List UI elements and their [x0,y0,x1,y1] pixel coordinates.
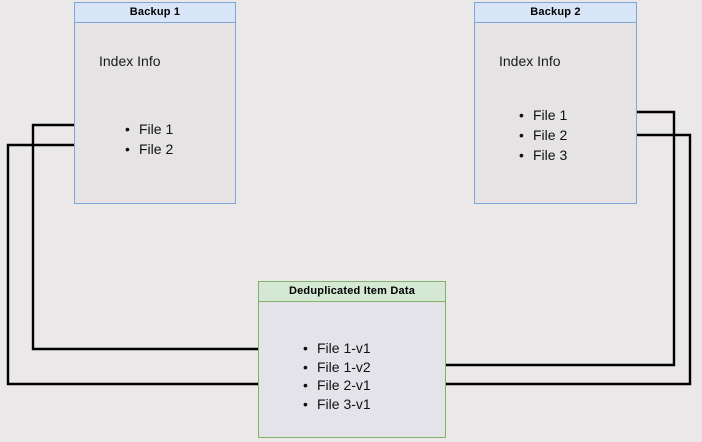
list-item: File 2 [519,125,567,145]
backup2-box[interactable]: Backup 2 Index Info File 1 File 2 File 3 [474,2,637,204]
backup1-body: Index Info File 1 File 2 [75,23,235,203]
dedup-title: Deduplicated Item Data [259,282,445,302]
backup2-index-label: Index Info [499,53,561,69]
dedup-body: File 1-v1 File 1-v2 File 2-v1 File 3-v1 [259,302,445,437]
backup1-title: Backup 1 [75,3,235,23]
backup1-box[interactable]: Backup 1 Index Info File 1 File 2 [74,2,236,204]
list-item: File 3-v1 [303,395,371,414]
deduplicated-item-data-box[interactable]: Deduplicated Item Data File 1-v1 File 1-… [258,281,446,438]
list-item: File 1 [519,105,567,125]
list-item: File 2-v1 [303,376,371,395]
list-item: File 3 [519,145,567,165]
list-item: File 2 [125,139,173,159]
backup2-file-list: File 1 File 2 File 3 [519,105,567,165]
backup1-index-label: Index Info [99,53,161,69]
backup2-title: Backup 2 [475,3,636,23]
list-item: File 1-v2 [303,358,371,377]
list-item: File 1 [125,119,173,139]
dedup-item-list: File 1-v1 File 1-v2 File 2-v1 File 3-v1 [303,339,371,413]
backup2-body: Index Info File 1 File 2 File 3 [475,23,636,203]
list-item: File 1-v1 [303,339,371,358]
backup1-file-list: File 1 File 2 [125,119,173,159]
